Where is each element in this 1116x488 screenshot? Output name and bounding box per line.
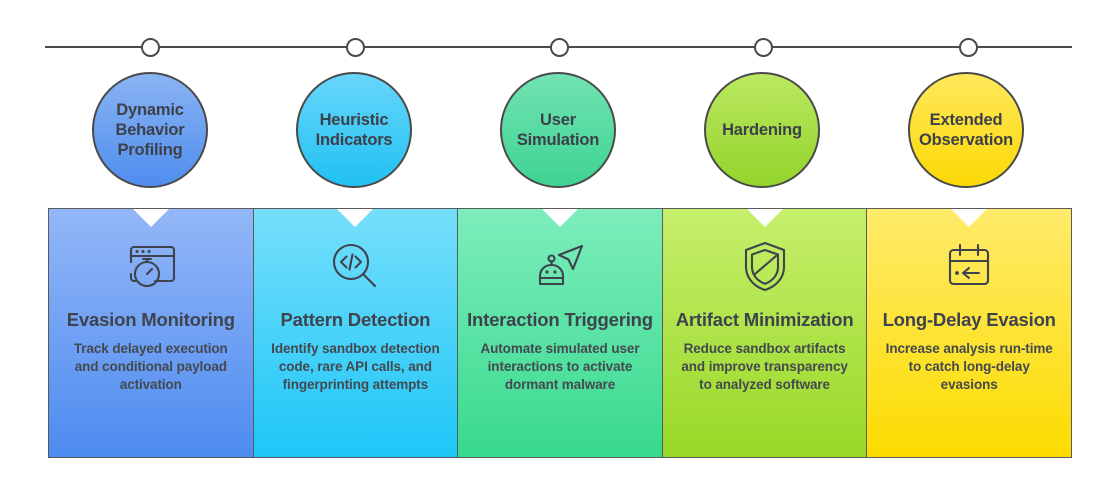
step-panel-1[interactable]: Evasion Monitoring Track delayed executi… (49, 209, 254, 457)
step-circle-label-3: User Simulation (516, 110, 600, 149)
browser-stopwatch-icon (124, 237, 178, 295)
step-circle-5[interactable]: Extended Observation (908, 72, 1024, 188)
panel-title-3: Interaction Triggering (467, 309, 653, 330)
panel-title-1: Evasion Monitoring (66, 309, 235, 330)
step-circle-4[interactable]: Hardening (704, 72, 820, 188)
step-circle-2[interactable]: Heuristic Indicators (296, 72, 412, 188)
timeline-node-3 (550, 38, 569, 57)
panel-notch-2 (336, 209, 375, 227)
step-panel-2[interactable]: Pattern Detection Identify sandbox detec… (253, 209, 459, 457)
panel-description-4: Reduce sandbox artifacts and improve tra… (681, 341, 848, 392)
step-panel-4[interactable]: Artifact Minimization Reduce sandbox art… (662, 209, 868, 457)
timeline-node-4 (754, 38, 773, 57)
timeline-node-5 (959, 38, 978, 57)
panel-notch-3 (540, 209, 579, 227)
step-panel-3[interactable]: Interaction Triggering Automate simulate… (458, 209, 663, 457)
panel-description-1: Track delayed execution and conditional … (73, 341, 228, 392)
timeline-node-2 (346, 38, 365, 57)
step-circle-3[interactable]: User Simulation (500, 72, 616, 188)
step-circle-label-5: Extended Observation (918, 110, 1014, 149)
step-circle-label-2: Heuristic Indicators (315, 110, 393, 149)
panel-description-3: Automate simulated user interactions to … (480, 341, 640, 392)
step-panel-5[interactable]: Long-Delay Evasion Increase analysis run… (867, 209, 1071, 457)
code-magnifier-icon (328, 237, 382, 295)
timeline-node-1 (141, 38, 160, 57)
panel-title-2: Pattern Detection (280, 309, 431, 330)
step-circle-label-4: Hardening (722, 120, 802, 139)
panel-notch-4 (745, 209, 784, 227)
panel-description-2: Identify sandbox detection code, rare AP… (271, 341, 440, 392)
robot-cursor-icon (532, 237, 588, 295)
step-circle-label-1: Dynamic Behavior Profiling (115, 100, 185, 160)
panel-title-5: Long-Delay Evasion (882, 309, 1056, 330)
step-circle-1[interactable]: Dynamic Behavior Profiling (92, 72, 208, 188)
timeline-axis (45, 38, 1072, 57)
panel-notch-1 (131, 209, 170, 227)
panel-title-4: Artifact Minimization (675, 309, 854, 330)
panel-row: Evasion Monitoring Track delayed executi… (48, 208, 1072, 458)
panel-description-5: Increase analysis run-time to catch long… (885, 341, 1053, 392)
calendar-arrow-icon (942, 237, 996, 295)
panel-notch-5 (950, 209, 989, 227)
shield-slash-icon (739, 237, 791, 295)
